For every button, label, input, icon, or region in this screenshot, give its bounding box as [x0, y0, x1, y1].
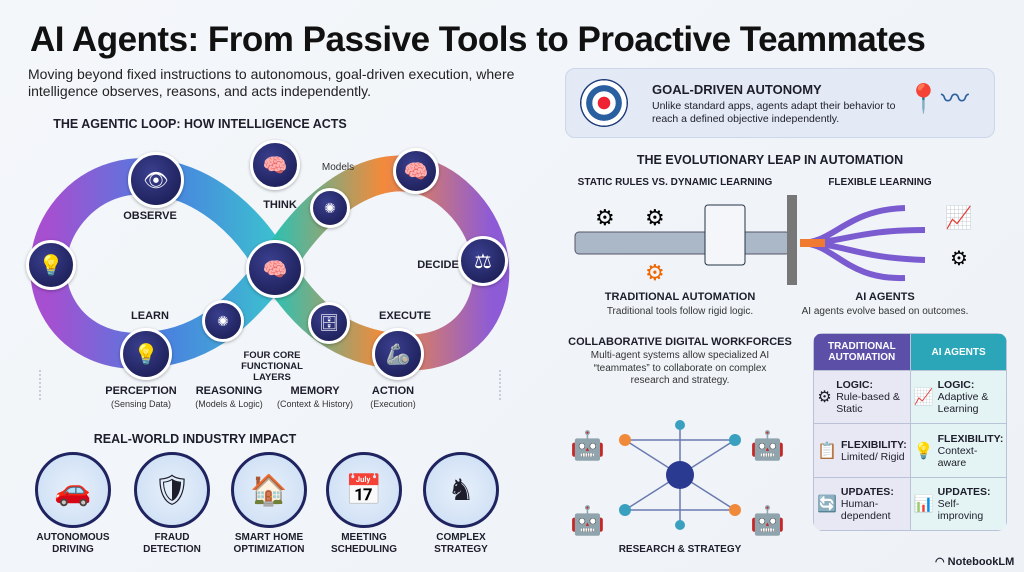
- reasoning-network-icon: ✺: [202, 300, 244, 342]
- database-icon: 🗄: [308, 302, 350, 344]
- svg-text:📈: 📈: [945, 205, 972, 230]
- svg-text:🤖: 🤖: [570, 504, 605, 537]
- collab-heading: COLLABORATIVE DIGITAL WORKFORCES: [568, 336, 792, 348]
- row-icon: 📋: [817, 442, 837, 460]
- svg-text:⚙: ⚙: [950, 248, 968, 270]
- row-icon: 🔄: [817, 495, 837, 513]
- impact-icon: ♞: [423, 452, 499, 528]
- flexible-learning-heading: FLEXIBLE LEARNING: [828, 177, 932, 188]
- table-row: 📋FLEXIBILITY:Limited/ Rigid💡FLEXIBILITY:…: [813, 423, 1008, 478]
- svg-text:⚙: ⚙: [645, 205, 665, 230]
- lightbulb-icon: 💡: [26, 240, 76, 290]
- goal-card: GOAL-DRIVEN AUTONOMY Unlike standard app…: [565, 68, 995, 138]
- stage-think: THINK: [263, 199, 297, 211]
- brain-models-icon: 🧠: [250, 140, 300, 190]
- evolution-heading: THE EVOLUTIONARY LEAP IN AUTOMATION: [636, 153, 904, 167]
- impact-icon: 🏠: [231, 452, 307, 528]
- core-layers-label: FOUR CORE FUNCTIONAL LAYERS: [241, 350, 303, 383]
- eye-icon: 👁: [128, 152, 184, 208]
- perception-bulb-icon: 💡: [120, 328, 172, 380]
- col-ai-agents: AI AGENTS: [909, 333, 1008, 372]
- row-icon: 📈: [913, 389, 934, 407]
- target-icon: [580, 79, 628, 127]
- impact-icon: 🚗: [35, 452, 111, 528]
- path-map-icon: 📍〰: [906, 83, 969, 114]
- scales-icon: ⚖: [458, 236, 508, 286]
- svg-text:⚙: ⚙: [645, 260, 665, 285]
- agent-network-graphic: 🤖 🤖 🤖 🤖: [570, 420, 785, 537]
- stage-learn: LEARN: [131, 310, 169, 322]
- brain-core-icon: 🧠: [246, 240, 304, 298]
- notebooklm-brand: ◠ NotebookLM: [935, 556, 1015, 568]
- subtitle: Moving beyond fixed instructions to auto…: [28, 66, 515, 99]
- collab-text: Multi-agent systems allow specialized AI…: [590, 350, 770, 386]
- loop-heading: THE AGENTIC LOOP: HOW INTELLIGENCE ACTS: [53, 117, 347, 131]
- ai-agents-text: AI agents evolve based on outcomes.: [801, 306, 969, 317]
- static-vs-dynamic-heading: STATIC RULES VS. DYNAMIC LEARNING: [577, 177, 773, 188]
- research-strategy-label: RESEARCH & STRATEGY: [618, 544, 742, 555]
- think-brain-icon: 🧠: [393, 148, 439, 194]
- table-row: ⚙LOGIC:Rule-based & Static📈LOGIC:Adaptiv…: [813, 370, 1008, 425]
- impact-icon: 📅: [326, 452, 402, 528]
- goal-text: Unlike standard apps, agents adapt their…: [652, 100, 896, 125]
- svg-text:🤖: 🤖: [750, 504, 785, 537]
- stage-decide: DECIDE: [417, 259, 459, 271]
- page-title: AI Agents: From Passive Tools to Proacti…: [30, 20, 926, 59]
- row-icon: 📊: [913, 495, 934, 513]
- network-icon: ✺: [310, 188, 350, 228]
- ai-agents-title: AI AGENTS: [855, 291, 915, 303]
- models-label: Models: [321, 162, 355, 173]
- impact-heading: REAL-WORLD INDUSTRY IMPACT: [93, 432, 297, 446]
- svg-text:⚙: ⚙: [595, 205, 615, 230]
- pipe-to-branches-graphic: ⚙ ⚙ ⚙ 📈 ⚙: [574, 195, 972, 285]
- goal-title: GOAL-DRIVEN AUTONOMY: [652, 82, 822, 97]
- stage-observe: OBSERVE: [123, 210, 177, 222]
- table-row: 🔄UPDATES:Human-dependent📊UPDATES:Self-im…: [813, 476, 1008, 531]
- stage-execute: EXECUTE: [379, 310, 431, 322]
- impact-icon: 🛡: [134, 452, 210, 528]
- col-traditional: TRADITIONAL AUTOMATION: [813, 333, 911, 372]
- robot-arm-icon: 🦾: [372, 328, 424, 380]
- wall: [787, 195, 797, 285]
- svg-text:🤖: 🤖: [570, 429, 605, 462]
- svg-text:🤖: 🤖: [750, 429, 785, 462]
- traditional-text: Traditional tools follow rigid logic.: [606, 306, 754, 317]
- traditional-title: TRADITIONAL AUTOMATION: [604, 291, 756, 303]
- row-icon: ⚙: [817, 389, 832, 407]
- row-icon: 💡: [913, 442, 934, 460]
